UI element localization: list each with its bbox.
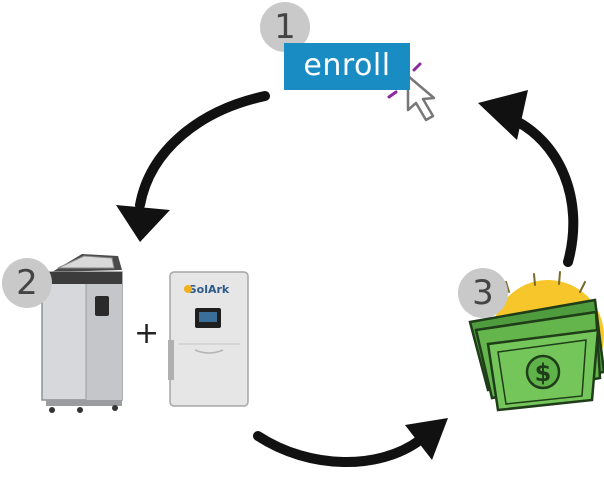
arrowhead-icon: [116, 205, 170, 242]
curved-arrow-icon: [505, 113, 579, 267]
battery-cabinet-icon: [41, 254, 123, 413]
step-3-badge: 3: [458, 268, 508, 318]
inverter-brand-label: SolArk: [189, 283, 230, 296]
svg-text:$: $: [535, 359, 552, 387]
inverter-icon: SolArk: [168, 271, 249, 407]
curved-arrow-icon: [253, 431, 425, 467]
step-2-badge: 2: [2, 258, 52, 308]
plus-connector: +: [134, 316, 160, 351]
arrowhead-icon: [405, 418, 448, 460]
enroll-button[interactable]: enroll: [284, 43, 410, 90]
arrowhead-icon: [478, 90, 528, 140]
dollar-sign-icon: $: [525, 354, 561, 390]
curved-arrow-icon: [135, 91, 270, 210]
